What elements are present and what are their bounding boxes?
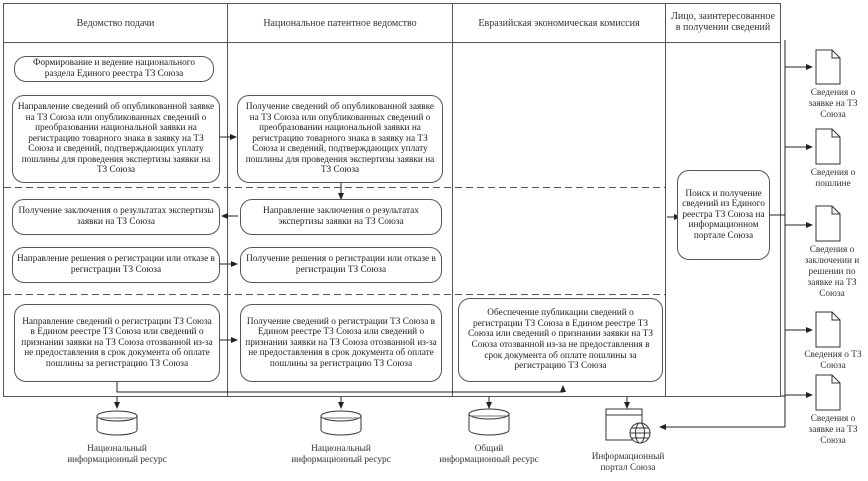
lane-header-national-patent-office: Национальное патентное ведомство [263, 17, 417, 29]
process-receive-decision: Получение решения о регистрации или отка… [240, 247, 442, 283]
document-icon [815, 49, 841, 85]
process-formation: Формирование и ведение национального раз… [14, 56, 214, 82]
document-icon [815, 374, 841, 411]
process-publish-registration: Обеспечение публикации сведений о регист… [458, 298, 663, 382]
database-icon [468, 408, 510, 436]
process-receive-conclusion: Получение заключения о результатах экспе… [12, 199, 220, 235]
resource-label-national-2: Национальный информационный ресурс [291, 444, 391, 465]
document-label-application: Сведения о заявке на ТЗ Союза [808, 88, 858, 120]
resource-label-portal: Информационный портал Союза [591, 452, 665, 473]
document-label-trademark: Сведения о ТЗ Союза [804, 350, 862, 371]
database-icon [320, 410, 362, 436]
lane-header-filing-office: Ведомство подачи [76, 17, 155, 29]
lane-header-interested-person: Лицо, заинтересованное в получении сведе… [671, 11, 775, 33]
web-portal-icon [605, 408, 651, 444]
resource-label-common: Общий информационный ресурс [439, 444, 539, 465]
process-receive-published: Получение сведений об опубликованной зая… [237, 95, 443, 183]
database-icon [96, 410, 138, 436]
document-label-conclusion-decision: Сведения о заключении и решении по заявк… [804, 245, 860, 299]
document-icon [815, 128, 841, 165]
process-send-decision: Направление решения о регистрации или от… [12, 247, 220, 283]
document-icon [815, 311, 841, 348]
process-send-registration: Направление сведений о регистрации ТЗ Со… [14, 304, 220, 382]
process-receive-registration: Получение сведений о регистрации ТЗ Союз… [240, 304, 442, 382]
lane-header-eec: Евразийская экономическая комиссия [478, 17, 640, 29]
document-icon [815, 205, 841, 242]
document-label-fee: Сведения о пошлине [810, 168, 856, 189]
swimlane-frame [3, 3, 781, 397]
process-send-conclusion: Направление заключения о результатах экс… [240, 199, 442, 235]
process-send-published: Направление сведений об опубликованной з… [12, 95, 220, 183]
document-label-application-2: Сведения о заявке на ТЗ Союза [808, 414, 858, 446]
resource-label-national-1: Национальный информационный ресурс [67, 444, 167, 465]
process-search-portal: Поиск и получение сведений из Единого ре… [677, 170, 770, 260]
